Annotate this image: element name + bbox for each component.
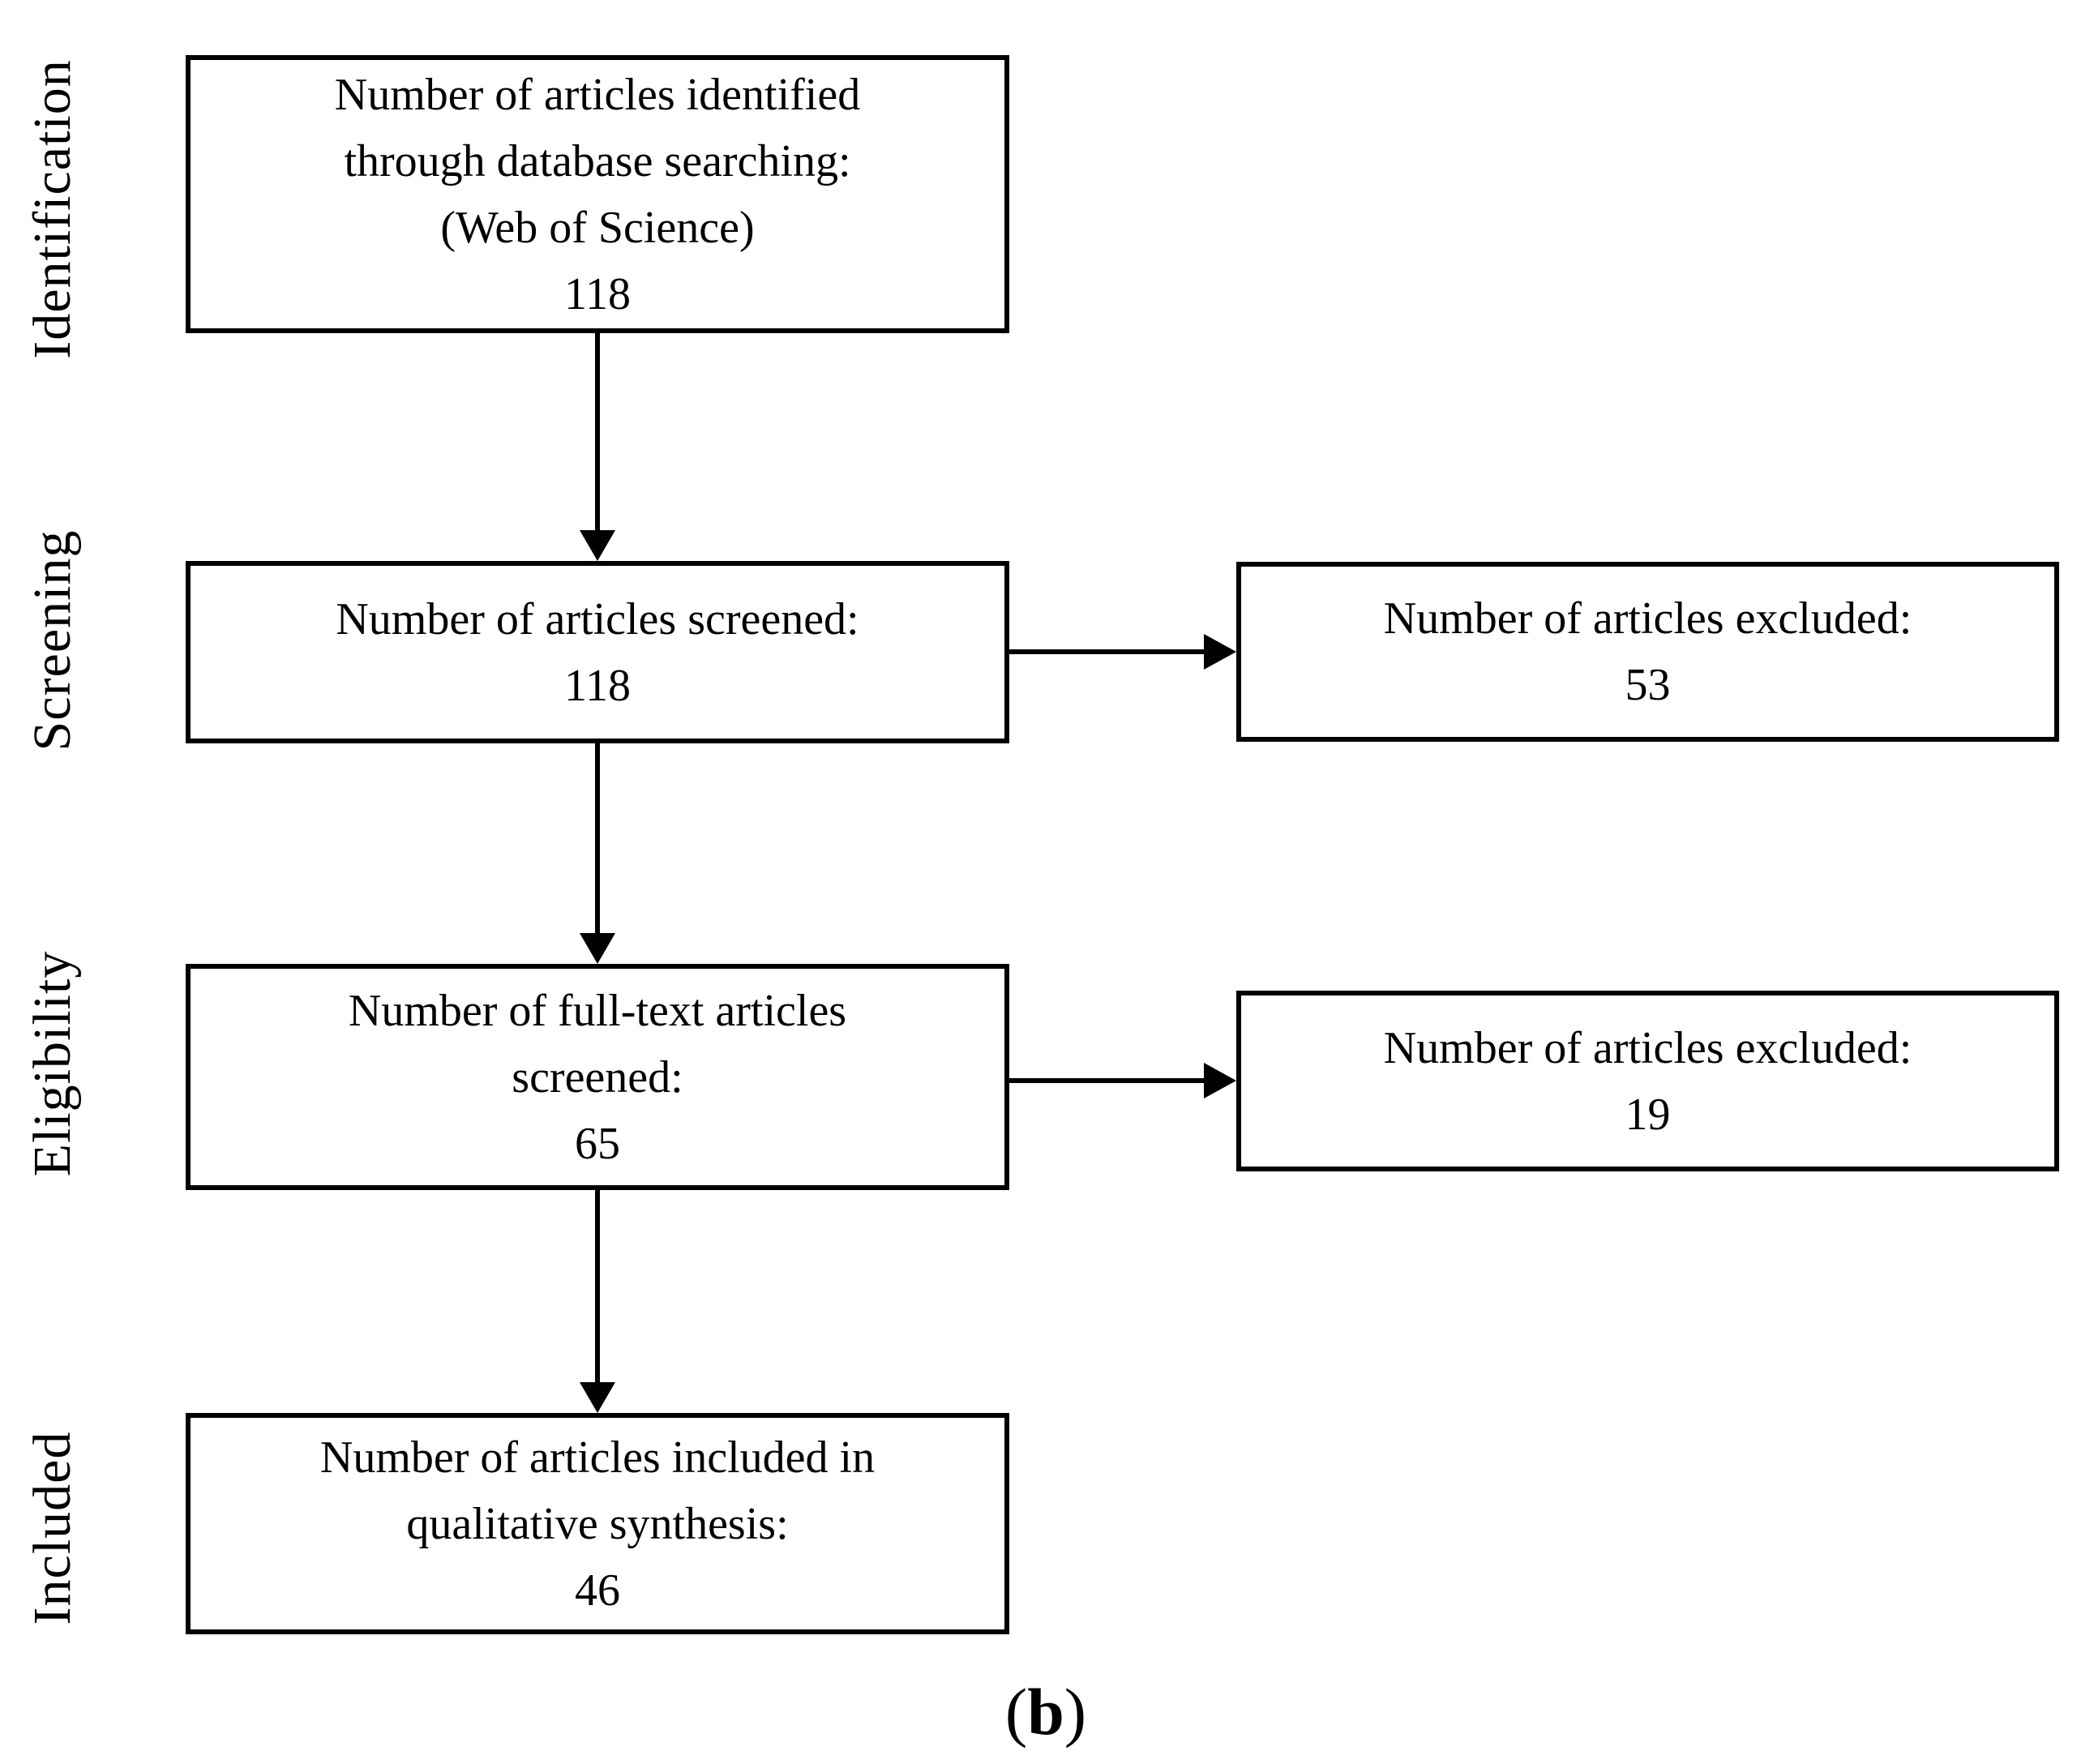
stage-label-screening: Screening	[23, 529, 82, 751]
caption-open-paren: (	[1004, 1675, 1028, 1749]
identified-articles-box: Number of articles identified through da…	[186, 55, 1009, 333]
stage-label-included: Included	[23, 1431, 82, 1625]
caption-letter: b	[1027, 1675, 1064, 1749]
arrow-screened-to-fulltext	[595, 743, 600, 935]
box-count: 118	[564, 268, 631, 319]
caption-close-paren: )	[1064, 1675, 1087, 1749]
arrow-screened-to-excluded	[1009, 649, 1207, 654]
box-text-line: through database searching:	[344, 135, 851, 186]
arrow-right-head-icon	[1204, 1063, 1236, 1098]
arrow-right-head-icon	[1204, 634, 1236, 670]
box-count: 65	[575, 1118, 620, 1169]
excluded-articles-box-eligibility: Number of articles excluded: 19	[1236, 991, 2059, 1171]
fulltext-screened-box: Number of full-text articles screened: 6…	[186, 964, 1009, 1190]
box-count: 53	[1625, 660, 1671, 710]
arrow-fulltext-to-included	[595, 1190, 600, 1384]
box-count: 46	[575, 1565, 620, 1616]
excluded-articles-box-screening: Number of articles excluded: 53	[1236, 562, 2059, 742]
box-text-line: Number of articles included in	[319, 1432, 876, 1483]
arrow-down-head-icon	[580, 530, 615, 561]
box-text-line: Number of articles identified	[334, 69, 861, 120]
box-text-line: screened:	[512, 1051, 683, 1102]
stage-label-identification: Identification	[23, 59, 82, 359]
box-text-line: qualitative synthesis:	[406, 1498, 789, 1549]
box-text-line: (Web of Science)	[440, 202, 755, 253]
box-count: 19	[1625, 1089, 1671, 1140]
box-text-line: Number of full-text articles	[348, 985, 847, 1036]
stage-label-eligibility: Eligibility	[23, 950, 82, 1177]
arrow-down-head-icon	[580, 1382, 615, 1413]
box-text-line: Number of articles excluded:	[1383, 593, 1912, 644]
included-articles-box: Number of articles included in qualitati…	[186, 1413, 1009, 1634]
arrow-down-head-icon	[580, 933, 615, 964]
box-text-line: Number of articles excluded:	[1383, 1022, 1912, 1073]
box-text-line: Number of articles screened:	[336, 593, 859, 644]
box-count: 118	[564, 660, 631, 711]
arrow-fulltext-to-excluded	[1009, 1078, 1207, 1083]
arrow-identified-to-screened	[595, 333, 600, 533]
figure-caption: (b)	[1005, 1674, 1086, 1750]
screened-articles-box: Number of articles screened: 118	[186, 561, 1009, 743]
